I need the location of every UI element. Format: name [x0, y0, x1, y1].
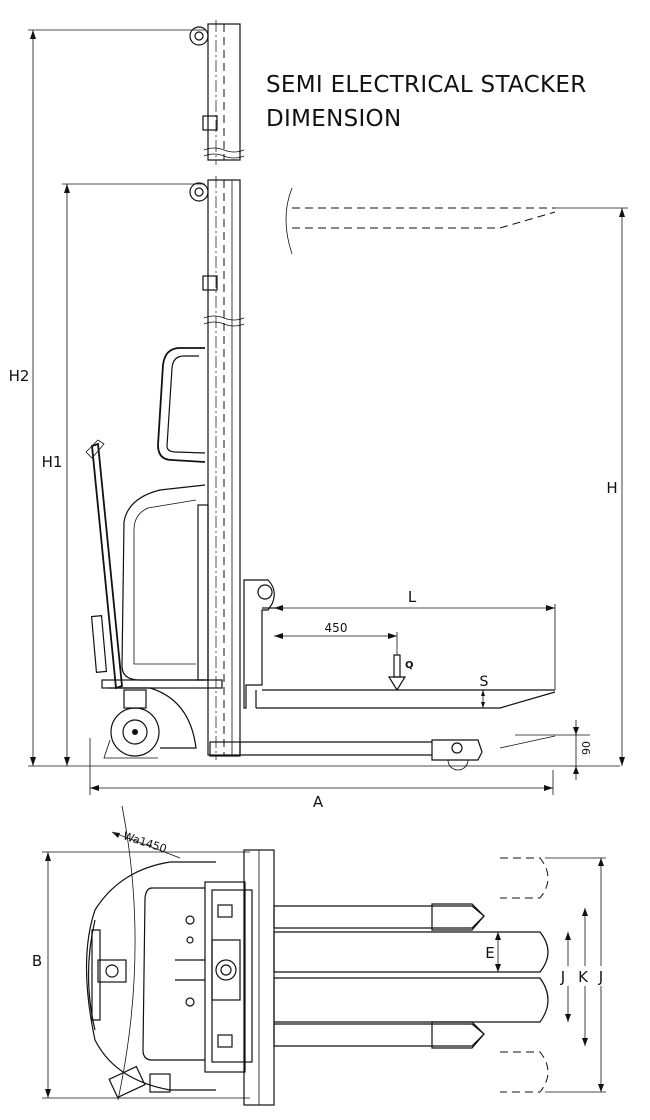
- j-inner-label: J: [560, 968, 565, 986]
- l-label: L: [408, 588, 417, 606]
- tiller-handle: [85, 439, 123, 690]
- clearance-label: 90: [580, 741, 593, 755]
- e-label: E: [485, 944, 494, 962]
- h2-label: H2: [9, 367, 30, 385]
- power-unit: [121, 484, 209, 681]
- s-label: S: [480, 674, 489, 690]
- ground-clearance-dimension: 90: [499, 720, 593, 780]
- mast-top: [211, 849, 275, 1106]
- load-arrow: Q: [387, 654, 414, 692]
- guard-frame: [157, 347, 206, 463]
- fork-top-view: [273, 857, 549, 1093]
- h1-label: H1: [42, 453, 63, 471]
- a-label: A: [313, 793, 324, 811]
- raised-forks: [285, 187, 556, 255]
- h-label: H: [606, 479, 617, 497]
- drawing-title-line1: SEMI ELECTRICAL STACKER: [266, 72, 587, 98]
- drawing-title-line2: DIMENSION: [266, 106, 402, 132]
- top-view: B Wa1450: [28, 805, 608, 1106]
- upper-mast: [189, 20, 245, 165]
- side-view: H2 H1 H: [6, 20, 628, 811]
- j-outer-label: J: [598, 968, 603, 986]
- turning-radius-arc: [117, 805, 136, 1101]
- drive-wheel: [103, 689, 160, 759]
- q-label: Q: [405, 660, 414, 671]
- load-center-label: 450: [325, 621, 348, 635]
- tiller-top: [91, 915, 205, 1099]
- lower-mast: [189, 176, 245, 760]
- b-label: B: [32, 952, 42, 970]
- fork-carriage: [243, 579, 556, 709]
- k-label: K: [578, 968, 589, 986]
- body-outline: [85, 861, 246, 1091]
- chassis: [101, 679, 483, 771]
